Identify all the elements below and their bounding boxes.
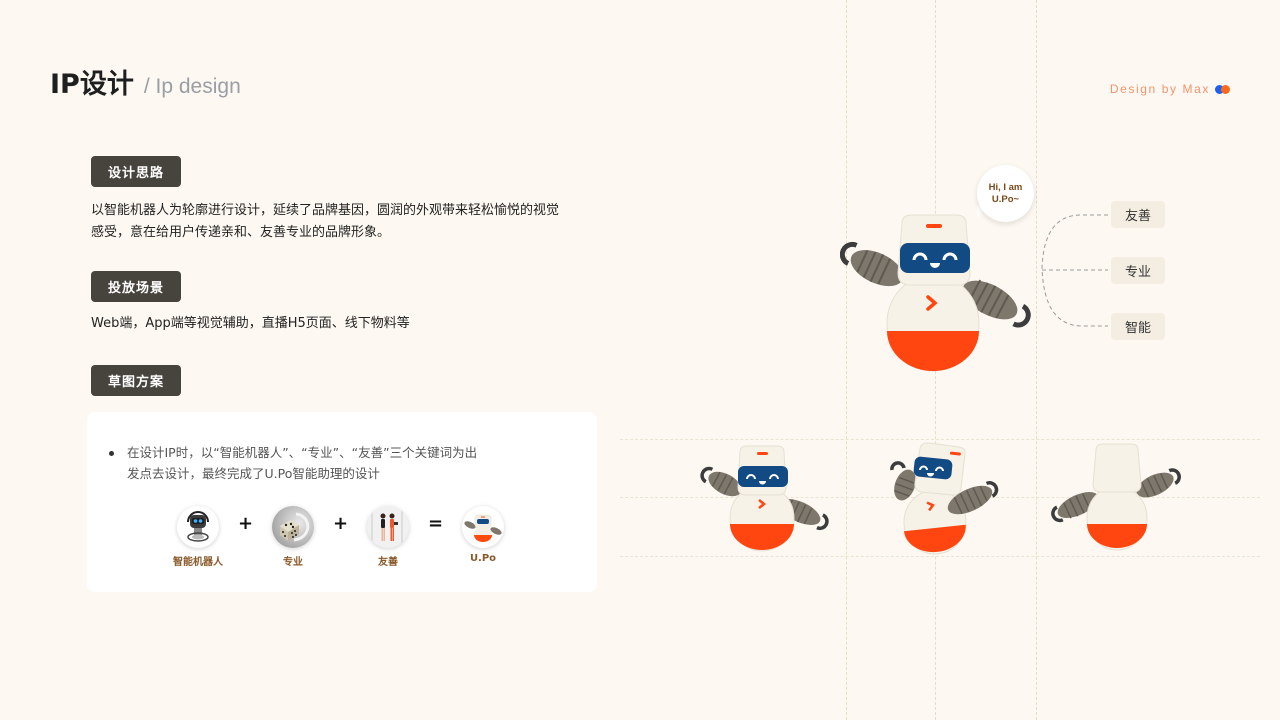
equals-operator: = (427, 513, 444, 534)
formula-item-professional: 专业 (271, 506, 315, 568)
keyword-connectors (1041, 214, 1108, 327)
text-line: 感受，意在给用户传递亲和、友善专业的品牌形象。 (91, 225, 391, 240)
section-tag-sketch: 草图方案 (91, 365, 181, 396)
formula-label: 友善 (378, 557, 398, 568)
keyword-chip-friendly: 友善 (1111, 201, 1165, 228)
robot-headphones-icon (177, 506, 219, 548)
upo-view-back (1051, 443, 1181, 551)
people-icon (367, 506, 409, 548)
design-idea-text: 以智能机器人为轮廓进行设计，延续了品牌基因，圆润的外观带来轻松愉悦的视觉 感受，… (91, 200, 601, 244)
upo-mascot-icon (462, 506, 504, 548)
scenarios-text: Web端，App端等视觉辅助，直播H5页面、线下物料等 (91, 313, 601, 335)
keyword-chip-professional: 专业 (1111, 257, 1165, 284)
plus-operator: + (332, 513, 349, 534)
formula-item-friendly: 友善 (366, 506, 410, 568)
mascot-left-arm-icon (840, 241, 904, 287)
title-subtitle: / Ip design (143, 75, 241, 98)
bullet-dot-icon (109, 451, 114, 456)
text-line: 在设计IP时，以“智能机器人”、“专业”、“友善”三个关键词为出 (127, 445, 478, 460)
speech-line: U.Po~ (991, 193, 1020, 205)
grid-line-vertical (846, 0, 847, 720)
grid-line-horizontal (620, 439, 1260, 440)
speech-line: Hi, I am (988, 181, 1023, 193)
page-title: IP设计 / Ip design (50, 62, 241, 101)
signature: Design by Max (1110, 82, 1230, 96)
formula-label: U.Po (469, 553, 497, 564)
grid-line-vertical (1036, 0, 1037, 720)
formula-item-upo: U.Po (461, 506, 505, 564)
brand-dots-icon (1215, 84, 1230, 94)
mascot-right-arm-icon (962, 279, 1031, 328)
dice-icon (272, 506, 314, 548)
formula-label: 专业 (283, 557, 303, 568)
signature-text: Design by Max (1109, 82, 1210, 96)
bullet-item: 在设计IP时，以“智能机器人”、“专业”、“友善”三个关键词为出 发点去设计，最… (109, 442, 569, 484)
section-tag-design-idea: 设计思路 (91, 156, 181, 187)
sketch-card: 在设计IP时，以“智能机器人”、“专业”、“友善”三个关键词为出 发点去设计，最… (87, 412, 597, 592)
text-line: 发点去设计，最终完成了U.Po智能助理的设计 (127, 466, 380, 481)
upo-view-three-quarter (890, 442, 999, 555)
concept-formula: 智能机器人 + 专业 + (173, 506, 505, 568)
text-line: 以智能机器人为轮廓进行设计，延续了品牌基因，圆润的外观带来轻松愉悦的视觉 (91, 203, 560, 218)
keyword-chip-smart: 智能 (1111, 313, 1165, 340)
upo-mascot-main (840, 214, 1031, 372)
plus-operator: + (237, 513, 254, 534)
formula-item-robot: 智能机器人 (173, 506, 223, 568)
section-tag-scenarios: 投放场景 (91, 271, 181, 302)
text-line: Web端，App端等视觉辅助，直播H5页面、线下物料等 (91, 316, 410, 331)
bullet-text: 在设计IP时，以“智能机器人”、“专业”、“友善”三个关键词为出 发点去设计，最… (127, 442, 477, 484)
upo-view-front (700, 445, 829, 552)
speech-bubble: Hi, I am U.Po~ (977, 165, 1034, 222)
formula-label: 智能机器人 (173, 557, 223, 568)
grid-line-horizontal (620, 556, 1260, 557)
title-main: IP设计 (50, 69, 134, 100)
speech-bubble-tail (977, 206, 987, 218)
